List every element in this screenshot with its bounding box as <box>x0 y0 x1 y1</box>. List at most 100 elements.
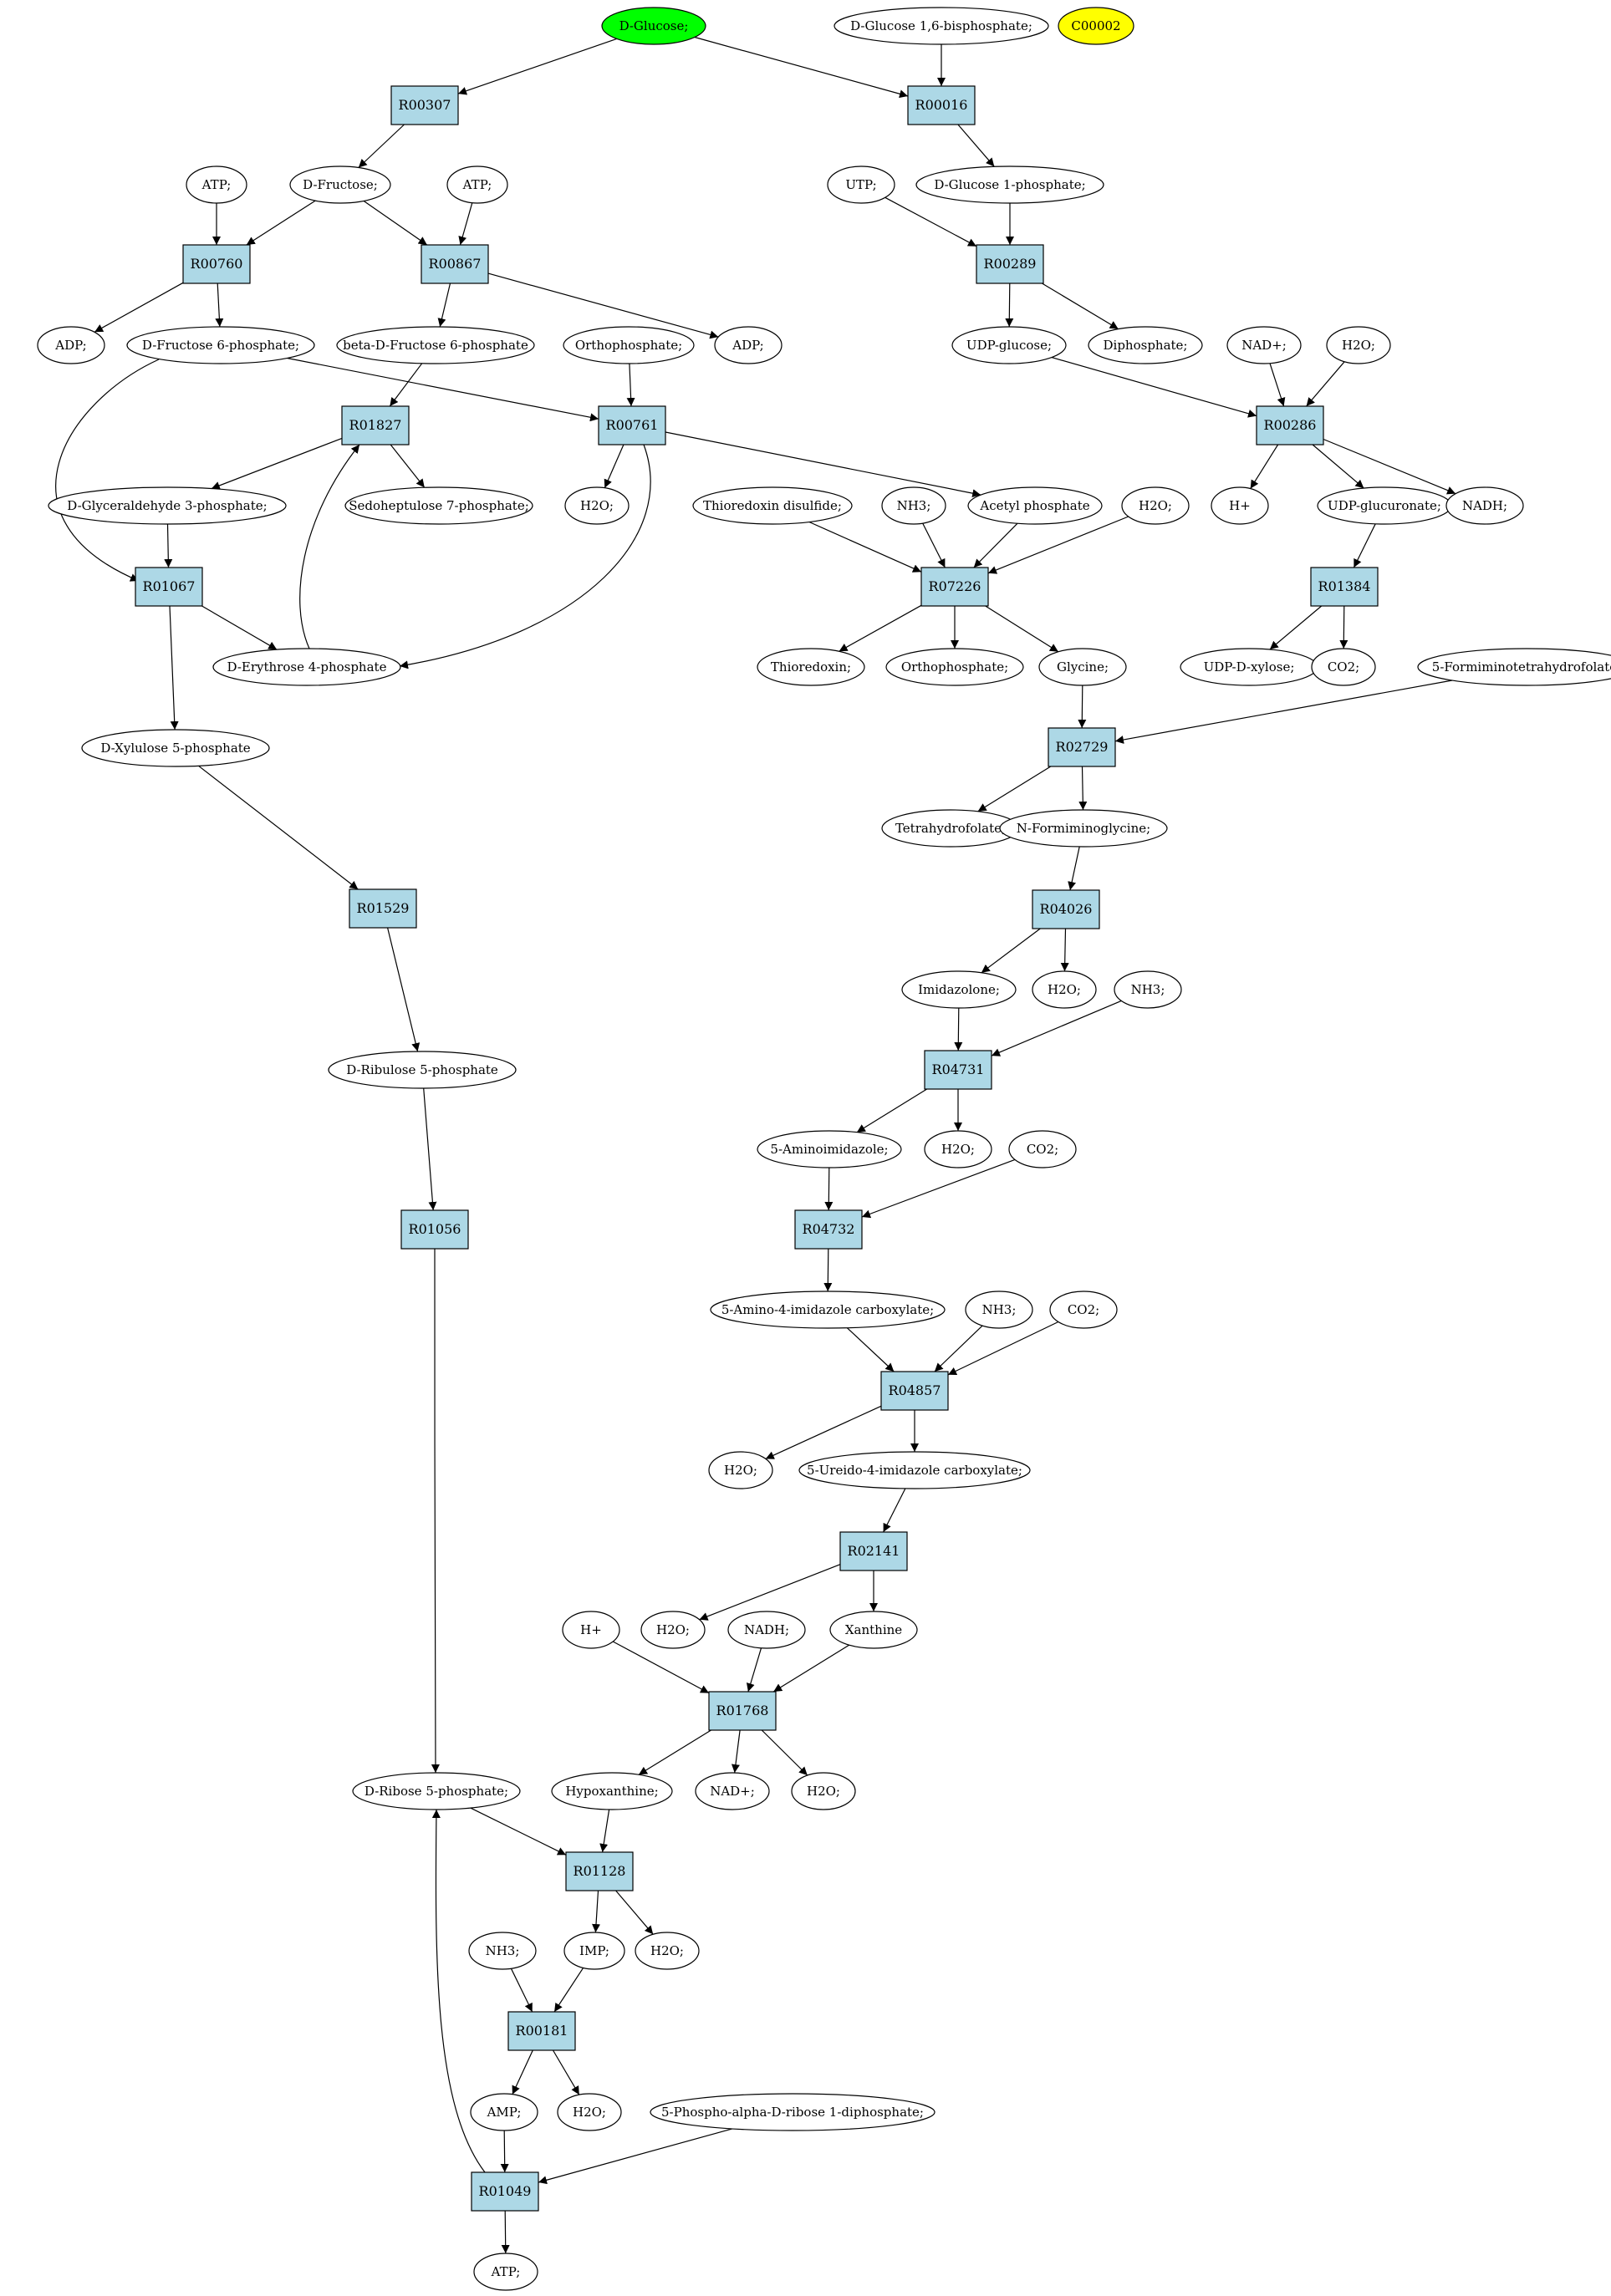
reaction-node-r01768[interactable]: R01768 <box>708 1691 777 1731</box>
metabolite-node-h2o6[interactable]: H2O; <box>708 1451 773 1489</box>
reaction-node-r01384[interactable]: R01384 <box>1310 567 1379 607</box>
metabolite-node-bf6p[interactable]: beta-D-Fructose 6-phosphate <box>336 326 535 364</box>
metabolite-node-acp[interactable]: Acetyl phosphate <box>967 486 1103 525</box>
reaction-node-r01128[interactable]: R01128 <box>565 1851 634 1891</box>
reaction-node-r00307[interactable]: R00307 <box>390 85 459 125</box>
reaction-node-r00286[interactable]: R00286 <box>1256 405 1324 445</box>
reaction-node-r00761[interactable]: R00761 <box>598 405 666 445</box>
reaction-node-r00016[interactable]: R00016 <box>907 85 976 125</box>
metabolite-node-atp2[interactable]: ATP; <box>446 165 508 204</box>
metabolite-node-r5p[interactable]: D-Ribose 5-phosphate; <box>352 1772 521 1810</box>
metabolite-node-xan[interactable]: Xanthine <box>829 1611 918 1649</box>
reaction-node-r02141[interactable]: R02141 <box>839 1531 908 1571</box>
reaction-node-r00760[interactable]: R00760 <box>182 244 251 284</box>
metabolite-node-prpp[interactable]: 5-Phospho-alpha-D-ribose 1-diphosphate; <box>650 2093 936 2131</box>
reaction-node-r00867[interactable]: R00867 <box>421 244 489 284</box>
edge-r01049-to-atp3 <box>501 2210 510 2254</box>
metabolite-node-nfg[interactable]: N-Formiminoglycine; <box>999 809 1168 848</box>
reaction-node-r01529[interactable]: R01529 <box>349 888 417 929</box>
reaction-node-r01067[interactable]: R01067 <box>135 567 203 607</box>
metabolite-node-trxss[interactable]: Thioredoxin disulfide; <box>692 486 853 525</box>
node-label: R00867 <box>429 256 482 272</box>
edge-imp-to-r00181 <box>553 1968 584 2013</box>
metabolite-node-h2o1[interactable]: H2O; <box>1326 326 1391 364</box>
metabolite-node-hyp[interactable]: Hypoxanthine; <box>551 1772 673 1810</box>
metabolite-node-pi1[interactable]: Orthophosphate; <box>563 326 695 364</box>
metabolite-node-hplus1[interactable]: H+ <box>1211 486 1269 525</box>
metabolite-node-e4p[interactable]: D-Erythrose 4-phosphate <box>212 648 401 686</box>
metabolite-node-atp1[interactable]: ATP; <box>186 165 247 204</box>
metabolite-node-co2a[interactable]: CO2; <box>1311 648 1376 686</box>
reaction-node-r01056[interactable]: R01056 <box>400 1209 469 1250</box>
reaction-node-r01049[interactable]: R01049 <box>471 2171 539 2212</box>
edge-r00867-to-adp2 <box>487 272 719 339</box>
metabolite-node-h2o7[interactable]: H2O; <box>640 1611 706 1649</box>
reaction-node-r02729[interactable]: R02729 <box>1048 727 1116 767</box>
metabolite-node-nadh1[interactable]: NADH; <box>1445 486 1524 525</box>
metabolite-node-nh3b[interactable]: NH3; <box>1114 970 1182 1009</box>
reaction-node-r01827[interactable]: R01827 <box>341 405 410 445</box>
metabolite-node-pi2[interactable]: Orthophosphate; <box>885 648 1024 686</box>
reaction-node-r07226[interactable]: R07226 <box>920 567 989 607</box>
metabolite-node-uic[interactable]: 5-Ureido-4-imidazole carboxylate; <box>798 1451 1031 1489</box>
reaction-node-r04857[interactable]: R04857 <box>880 1371 949 1411</box>
metabolite-node-hplus2[interactable]: H+ <box>562 1611 620 1649</box>
metabolite-node-utp[interactable]: UTP; <box>827 165 895 204</box>
reaction-node-r04732[interactable]: R04732 <box>794 1209 863 1250</box>
metabolite-node-g16bp[interactable]: D-Glucose 1,6-bisphosphate; <box>834 7 1049 45</box>
metabolite-node-h2o10[interactable]: H2O; <box>557 2093 622 2131</box>
metabolite-node-aimz[interactable]: 5-Aminoimidazole; <box>757 1130 902 1168</box>
metabolite-node-f6p[interactable]: D-Fructose 6-phosphate; <box>126 326 315 364</box>
metabolite-node-nadh2[interactable]: NADH; <box>727 1611 806 1649</box>
node-label: H2O; <box>580 498 614 513</box>
edge-nh3c-to-r04857 <box>934 1325 983 1372</box>
metabolite-node-nadp2[interactable]: NAD+; <box>695 1772 770 1810</box>
metabolite-node-h2o3[interactable]: H2O; <box>1121 486 1190 525</box>
reaction-node-r00289[interactable]: R00289 <box>976 244 1044 284</box>
metabolite-node-amp[interactable]: AMP; <box>470 2093 538 2131</box>
reaction-node-r00181[interactable]: R00181 <box>507 2011 576 2051</box>
metabolite-ellipse <box>714 326 783 364</box>
metabolite-node-c00002[interactable]: C00002 <box>1058 7 1134 45</box>
metabolite-node-udpg[interactable]: UDP-glucose; <box>951 326 1067 364</box>
reaction-box <box>341 405 410 445</box>
metabolite-node-nh3d[interactable]: NH3; <box>468 1932 537 1970</box>
metabolite-node-ru5p[interactable]: D-Ribulose 5-phosphate <box>328 1051 517 1089</box>
metabolite-node-thf[interactable]: Tetrahydrofolate; <box>881 809 1020 848</box>
metabolite-node-nh3a[interactable]: NH3; <box>881 486 946 525</box>
metabolite-node-nh3c[interactable]: NH3; <box>965 1291 1033 1329</box>
edge-r01128-to-h2o9 <box>615 1890 654 1935</box>
metabolite-node-h2o8[interactable]: H2O; <box>791 1772 856 1810</box>
metabolite-node-h2o4[interactable]: H2O; <box>1032 970 1097 1009</box>
metabolite-node-glc[interactable]: D-Glucose; <box>601 7 706 45</box>
metabolite-node-h2o2[interactable]: H2O; <box>564 486 630 525</box>
metabolite-node-gly[interactable]: Glycine; <box>1038 648 1127 686</box>
metabolite-node-aic[interactable]: 5-Amino-4-imidazole carboxylate; <box>710 1291 946 1329</box>
reaction-box <box>880 1371 949 1411</box>
metabolite-node-s7p[interactable]: Sedoheptulose 7-phosphate; <box>344 486 533 525</box>
node-label: R01049 <box>479 2183 532 2199</box>
metabolite-node-ga3p[interactable]: D-Glyceraldehyde 3-phosphate; <box>48 486 287 525</box>
metabolite-node-fru[interactable]: D-Fructose; <box>289 165 391 204</box>
metabolite-node-co2b[interactable]: CO2; <box>1008 1130 1077 1168</box>
metabolite-node-adp1[interactable]: ADP; <box>37 326 105 364</box>
metabolite-node-udpgla[interactable]: UDP-glucuronate; <box>1317 486 1452 525</box>
metabolite-node-atp3[interactable]: ATP; <box>473 2253 538 2291</box>
metabolite-ellipse <box>1121 486 1190 525</box>
metabolite-node-udpx[interactable]: UDP-D-xylose; <box>1180 648 1318 686</box>
metabolite-node-fithf[interactable]: 5-Formiminotetrahydrofolate; <box>1417 648 1611 686</box>
metabolite-node-h2o5[interactable]: H2O; <box>924 1130 992 1168</box>
edge-r04026-to-h2o4 <box>1060 928 1069 972</box>
metabolite-node-trx[interactable]: Thioredoxin; <box>757 648 865 686</box>
metabolite-node-imp[interactable]: IMP; <box>563 1932 625 1970</box>
metabolite-node-adp2[interactable]: ADP; <box>714 326 783 364</box>
metabolite-node-imz[interactable]: Imidazolone; <box>901 970 1017 1009</box>
metabolite-node-ppi[interactable]: Diphosphate; <box>1088 326 1203 364</box>
metabolite-node-h2o9[interactable]: H2O; <box>635 1932 700 1970</box>
reaction-node-r04026[interactable]: R04026 <box>1032 889 1100 929</box>
metabolite-node-nadp1[interactable]: NAD+; <box>1226 326 1302 364</box>
metabolite-node-g1p[interactable]: D-Glucose 1-phosphate; <box>915 165 1104 204</box>
metabolite-node-x5p[interactable]: D-Xylulose 5-phosphate <box>81 729 270 767</box>
reaction-node-r04731[interactable]: R04731 <box>924 1050 992 1090</box>
metabolite-node-co2c[interactable]: CO2; <box>1049 1291 1118 1329</box>
